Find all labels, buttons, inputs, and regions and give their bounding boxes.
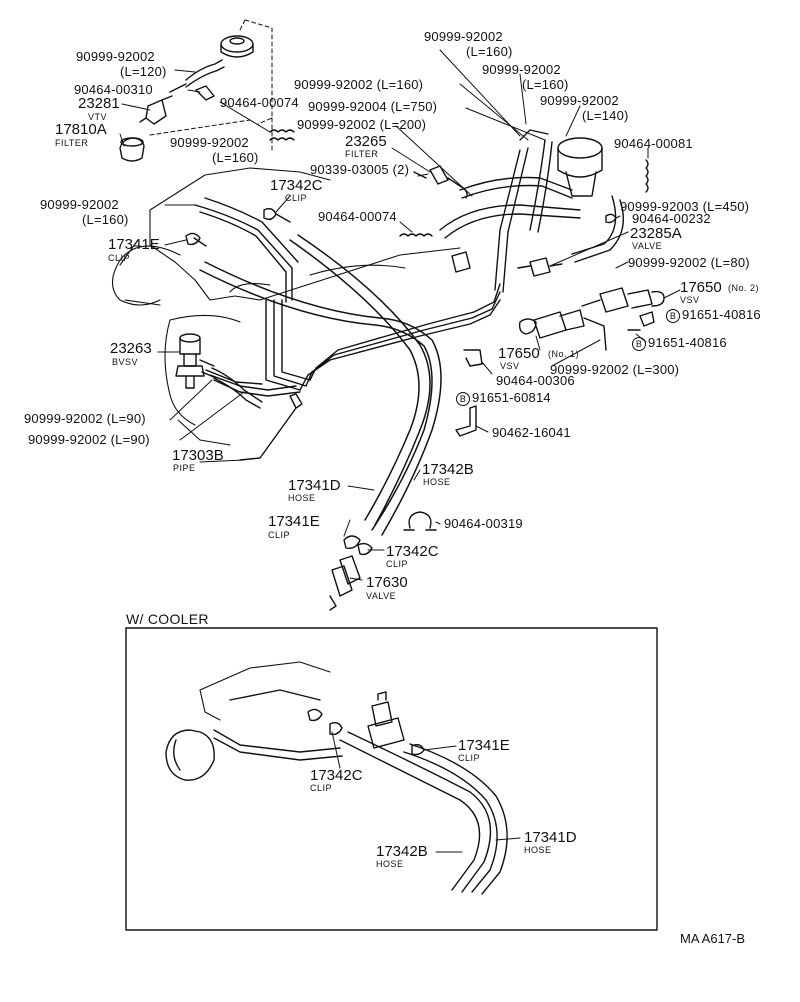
caption-clip-b: CLIP	[285, 193, 308, 203]
caption-no1: (No. 1)	[548, 349, 580, 359]
part-90999-92002-top2: 90999-92002	[424, 29, 503, 44]
part-23285a: 23285A	[630, 225, 682, 242]
length-l140: (L=140)	[582, 108, 629, 123]
cooler-part-17342c: 17342C	[310, 767, 363, 784]
cooler-inset	[125, 627, 658, 931]
caption-bvsv: BVSV	[112, 357, 139, 367]
cooler-caption-clip-a: CLIP	[458, 753, 481, 763]
cooler-caption-clip-b: CLIP	[310, 783, 333, 793]
part-17341e-top: 17341E	[108, 236, 160, 253]
engine-outline	[111, 167, 461, 446]
caption-vtv: VTV	[88, 112, 108, 122]
part-17341d: 17341D	[288, 477, 341, 494]
caption-vsv-a: VSV	[680, 295, 700, 305]
caption-hose-a: HOSE	[288, 493, 316, 503]
caption-filter-2: FILTER	[345, 149, 379, 159]
part-17342b: 17342B	[422, 461, 474, 478]
caption-hose-b: HOSE	[423, 477, 451, 487]
caption-valve-b: VALVE	[366, 591, 397, 601]
cooler-part-17342b: 17342B	[376, 843, 428, 860]
part-90999-92003: 90999-92003 (L=450)	[620, 199, 750, 214]
part-17810a: 17810A	[55, 121, 107, 138]
caption-filter-1: FILTER	[55, 138, 89, 148]
part-23263: 23263	[110, 340, 152, 357]
part-90464-00074-b: 90464-00074	[318, 209, 397, 224]
caption-no2: (No. 2)	[728, 283, 760, 293]
part-90464-00232: 90464-00232	[632, 211, 711, 226]
part-90339-03005: 90339-03005 (2)	[310, 162, 410, 177]
cooler-part-17341d: 17341D	[524, 829, 577, 846]
part-17303b: 17303B	[172, 447, 224, 464]
part-90999-92002-top3: 90999-92002	[482, 62, 561, 77]
part-90464-00319: 90464-00319	[444, 516, 523, 531]
part-90999-92002-l90-b: 90999-92002 (L=90)	[28, 432, 150, 447]
cooler-caption-hose-b: HOSE	[524, 845, 552, 855]
part-17342c-top: 17342C	[270, 177, 323, 194]
part-90999-92002-l200: 90999-92002 (L=200)	[297, 117, 427, 132]
clips-top	[185, 207, 291, 247]
part-90464-00310: 90464-00310	[74, 82, 153, 97]
part-90999-92002-l160-mid: 90999-92002 (L=160)	[294, 77, 424, 92]
caption-clip-c: CLIP	[268, 530, 291, 540]
metal-pipe-run	[205, 283, 501, 461]
length-l160-a: (L=160)	[212, 150, 259, 165]
tube-bundle-left	[194, 197, 311, 391]
length-l160-top3: (L=160)	[522, 77, 569, 92]
caption-valve-a: VALVE	[632, 241, 663, 251]
part-17650-no1: 17650	[498, 345, 540, 362]
part-90464-00081: 90464-00081	[614, 136, 693, 151]
part-17630: 17630	[366, 574, 408, 591]
caption-clip-a: CLIP	[108, 253, 131, 263]
figure-reference: MA A617-B	[680, 931, 746, 946]
top-left-hoses	[119, 19, 295, 162]
caption-pipe: PIPE	[173, 463, 196, 473]
length-l120: (L=120)	[120, 64, 167, 79]
part-90999-92002-l120: 90999-92002	[76, 49, 155, 64]
valve-17630	[329, 511, 437, 611]
length-l160-top2: (L=160)	[466, 44, 513, 59]
part-90999-92004: 90999-92004 (L=750)	[308, 99, 438, 114]
main-hoses	[199, 234, 442, 536]
bvsv-part	[175, 333, 263, 409]
bolt-marker-icon: B	[456, 391, 470, 406]
right-cluster	[399, 129, 665, 437]
part-90464-00074-a: 90464-00074	[220, 95, 299, 110]
part-90464-00306: 90464-00306	[496, 373, 575, 388]
part-17341e-mid: 17341E	[268, 513, 320, 530]
leader-lines	[119, 49, 681, 581]
bolt-marker-icon: B	[632, 336, 646, 351]
part-90999-92002-l90-a: 90999-92002 (L=90)	[24, 411, 146, 426]
caption-clip-d: CLIP	[386, 559, 409, 569]
part-90462-16041: 90462-16041	[492, 425, 571, 440]
cooler-caption-hose-a: HOSE	[376, 859, 404, 869]
part-90999-92002-l300: 90999-92002 (L=300)	[550, 362, 680, 377]
part-23265: 23265	[345, 133, 387, 150]
part-90999-92002-l160-left: 90999-92002	[40, 197, 119, 212]
part-90999-92002-l80: 90999-92002 (L=80)	[628, 255, 750, 270]
cooler-inset-title: W/ COOLER	[126, 611, 209, 627]
bolt-marker-icon: B	[666, 308, 680, 323]
cooler-part-17341e: 17341E	[458, 737, 510, 754]
part-90999-92002-top4: 90999-92002	[540, 93, 619, 108]
length-l160-left: (L=160)	[82, 212, 129, 227]
part-17650-no2: 17650	[680, 279, 722, 296]
part-90999-92002-l160-a: 90999-92002	[170, 135, 249, 150]
part-23281: 23281	[78, 95, 120, 112]
part-17342c-mid: 17342C	[386, 543, 439, 560]
caption-vsv-b: VSV	[500, 361, 520, 371]
